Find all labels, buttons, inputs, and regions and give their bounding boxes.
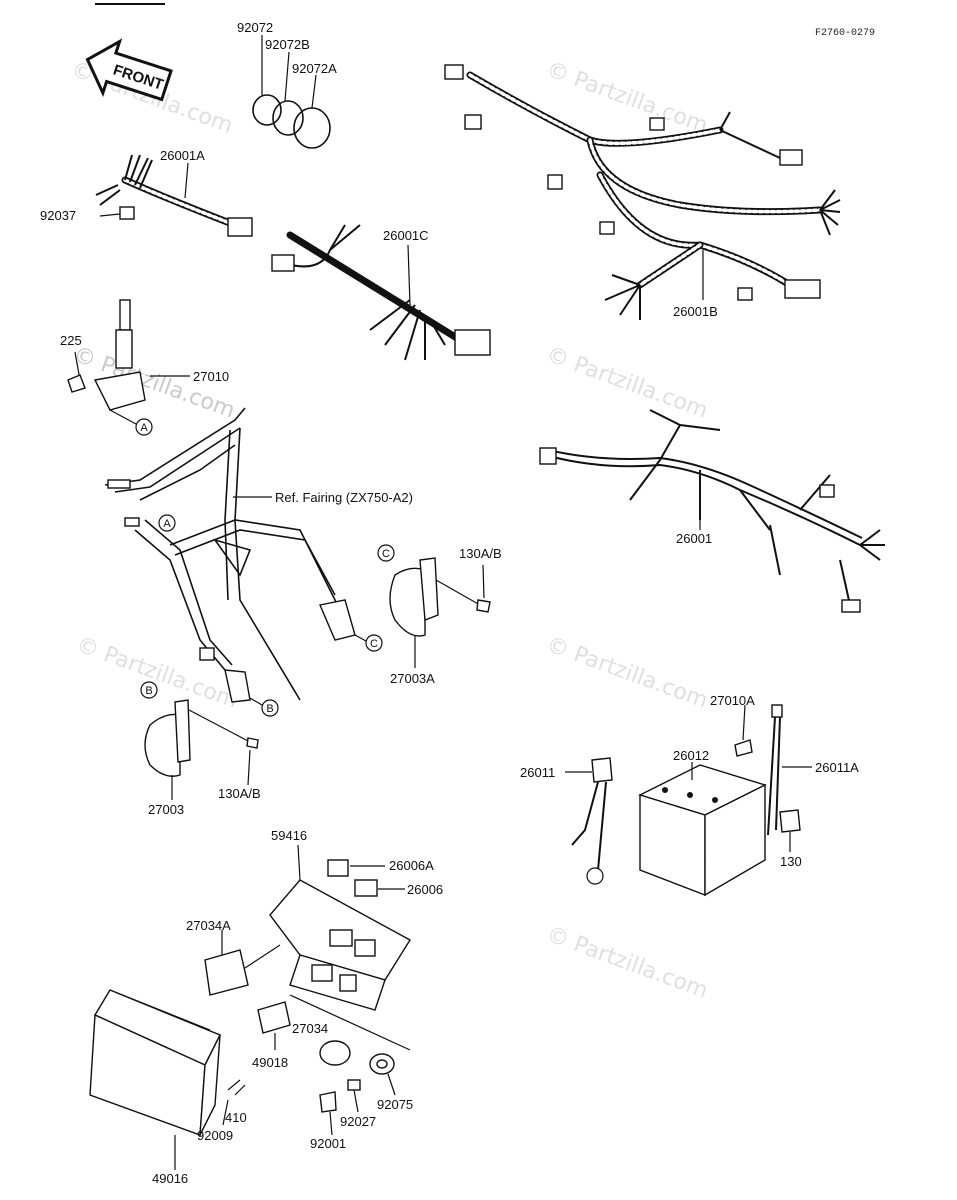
marker-c: C: [382, 548, 390, 560]
label-92072: 92072: [237, 20, 273, 35]
relay-27010: [67, 299, 190, 411]
horn-27003a: [389, 557, 491, 668]
label-92027: 92027: [340, 1114, 376, 1129]
marker-b: B: [145, 685, 152, 697]
label-27010a: 27010A: [710, 693, 755, 708]
label-26006: 26006: [407, 882, 443, 897]
relay-49018: [257, 1001, 291, 1034]
watermark: © Partzilla.com: [543, 632, 711, 714]
label-130ab-2: 130A/B: [218, 786, 261, 801]
label-27010: 27010: [193, 369, 229, 384]
label-92037: 92037: [40, 208, 76, 223]
cable-26011a: [767, 704, 812, 852]
marker-b-2: B: [266, 703, 273, 715]
flasher-27034: [289, 994, 411, 1066]
bolt-92001: [319, 1091, 337, 1136]
label-26001b: 26001B: [673, 304, 718, 319]
label-92001: 92001: [310, 1136, 346, 1151]
battery-26012: [638, 762, 767, 897]
label-59416: 59416: [271, 828, 307, 843]
marker-a: A: [140, 422, 148, 434]
label-92075: 92075: [377, 1097, 413, 1112]
label-26011: 26011: [520, 765, 555, 780]
label-225: 225: [60, 333, 82, 348]
cover-49016: [89, 989, 221, 1170]
watermark: © Partzilla.com: [543, 342, 711, 424]
reference-note: Ref. Fairing (ZX750-A2): [275, 490, 413, 505]
label-130ab-1: 130A/B: [459, 546, 502, 561]
marker-c-2: C: [370, 638, 378, 650]
fuse-26006a: [327, 859, 349, 877]
sub-harness-26001a: [95, 154, 253, 237]
o-rings: [252, 35, 331, 149]
diagram-code: F2760-0279: [815, 28, 875, 39]
fairing-bracket: [104, 407, 356, 703]
relay-27034a: [204, 949, 249, 996]
collar-92027: [347, 1079, 361, 1113]
label-26011a: 26011A: [815, 760, 859, 775]
watermark: © Partzilla.com: [543, 922, 711, 1004]
label-27003a: 27003A: [390, 671, 435, 686]
label-26012: 26012: [673, 748, 709, 763]
marker-a-2: A: [163, 518, 171, 530]
main-harness-26001b: [444, 64, 841, 320]
junction-box-59416: [269, 844, 411, 1011]
screws-410-92009: [222, 1079, 246, 1126]
label-26001a: 26001A: [160, 148, 205, 163]
label-130: 130: [780, 854, 802, 869]
label-26001: 26001: [676, 531, 712, 546]
label-27034a: 27034A: [186, 918, 231, 933]
grommet-92075: [369, 1053, 396, 1096]
horn-27003: [144, 699, 259, 800]
label-26001c: 26001C: [383, 228, 429, 243]
main-harness-26001: [539, 409, 885, 613]
label-92009: 92009: [197, 1128, 233, 1143]
terminal-27010a: [734, 739, 753, 757]
label-27034: 27034: [292, 1021, 328, 1036]
label-49018: 49018: [252, 1055, 288, 1070]
label-410: 410: [225, 1110, 247, 1125]
cable-26011: [565, 757, 613, 885]
label-92072a: 92072A: [292, 61, 337, 76]
label-26006a: 26006A: [389, 858, 434, 873]
label-49016: 49016: [152, 1171, 188, 1186]
sub-harness-26001c: [271, 224, 491, 361]
fuse-26006: [354, 879, 378, 897]
watermark: © Partzilla.com: [73, 632, 241, 714]
label-27003: 27003: [148, 802, 184, 817]
label-92072b: 92072B: [265, 37, 310, 52]
